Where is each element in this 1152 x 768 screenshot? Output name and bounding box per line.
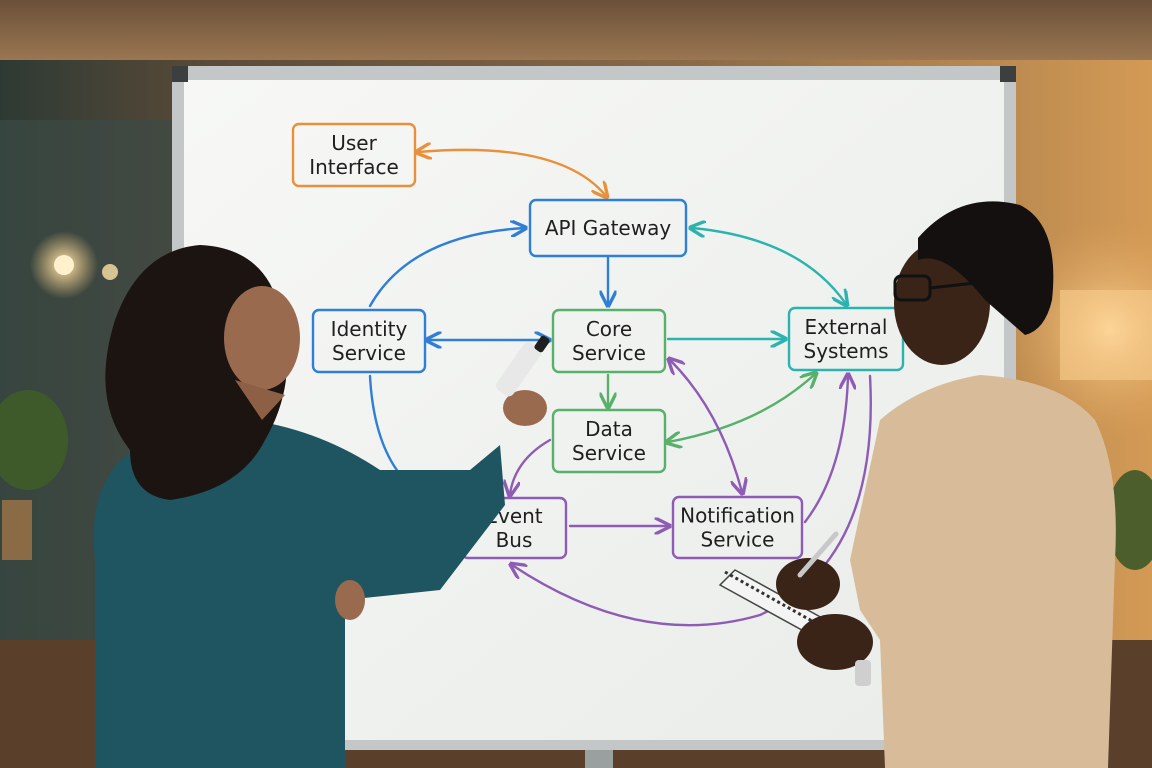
node-notify-box: [671, 495, 804, 560]
node-api-label: API Gateway: [545, 216, 672, 240]
edge-data-to-event: [510, 438, 552, 494]
node-core-label: Core: [586, 317, 632, 341]
board-corner-left: [172, 66, 188, 82]
node-identity-label: Identity: [331, 317, 408, 341]
node-notify-label: Service: [701, 528, 775, 552]
node-event-label: Bus: [496, 528, 533, 552]
plant-pot-left: [2, 500, 32, 560]
node-external-label: External: [805, 315, 888, 339]
edge-identity-to-api: [368, 228, 524, 308]
node-notify-label: Notification: [680, 504, 795, 528]
node-ui-label: Interface: [309, 155, 399, 179]
node-external-label: Systems: [804, 339, 889, 363]
node-identity-box: [311, 308, 427, 374]
edge-core-to-notify: [670, 360, 742, 492]
node-core-box: [551, 308, 667, 374]
plant-right: [1107, 470, 1152, 570]
board-stand: [585, 750, 613, 768]
node-data-label: Service: [572, 441, 646, 465]
diagram-edges: [368, 150, 872, 627]
plant-left: [0, 390, 68, 490]
node-core-label: Service: [572, 341, 646, 365]
node-api-box: [528, 198, 688, 258]
edge-notify-to-external: [803, 376, 848, 524]
observer-man: [718, 201, 1116, 768]
pendant-lamp-bulb: [54, 255, 74, 275]
distant-light: [102, 264, 118, 280]
node-data-box: [551, 408, 667, 474]
presenter-woman: [93, 245, 550, 768]
edge-external-to-event: [512, 374, 872, 627]
edge-ui-to-api: [418, 150, 606, 196]
node-identity-label: Service: [332, 341, 406, 365]
node-api: API Gateway: [528, 198, 688, 258]
node-ui-label: User: [331, 131, 377, 155]
node-ui-box: [291, 122, 417, 188]
edge-api-to-external: [692, 228, 846, 304]
node-data-label: Data: [585, 417, 633, 441]
ceiling: [0, 0, 1152, 60]
board-corner-right: [1000, 66, 1016, 82]
